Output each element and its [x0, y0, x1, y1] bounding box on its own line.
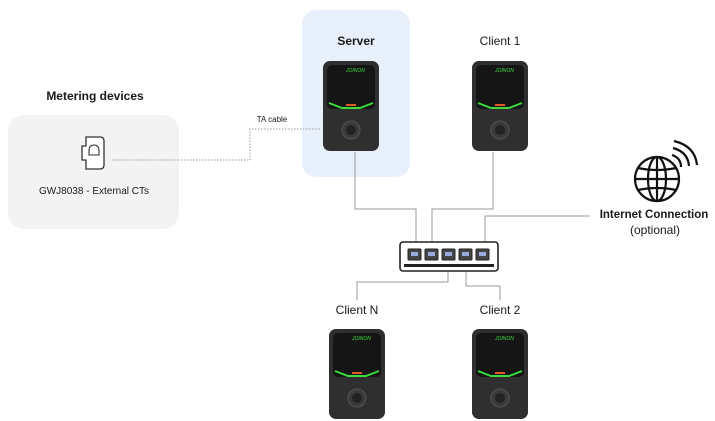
client-1-charger: [472, 61, 528, 151]
server-label: Server: [337, 34, 375, 48]
client2-switch-cable: [465, 270, 501, 300]
client-n-charger: [329, 329, 385, 419]
internet-connection-label: Internet Connection: [599, 209, 709, 221]
clientn-switch-cable: [356, 270, 449, 300]
charger-brand-label: JOINON: [495, 336, 514, 342]
meter-model-label: GWJ8038 - External CTs: [38, 186, 150, 197]
charger-brand-label: JOINON: [495, 68, 514, 74]
network-switch-icon: [399, 241, 499, 272]
client-2-label: Client 2: [479, 303, 521, 317]
client1-switch-cable: [431, 152, 494, 243]
client-1-label: Client 1: [479, 34, 521, 48]
ct-meter-icon: [81, 136, 105, 170]
internet-switch-cable: [484, 215, 590, 243]
metering-devices-panel: [8, 115, 179, 229]
client-2-charger: [472, 329, 528, 419]
metering-devices-title: Metering devices: [46, 89, 144, 103]
charger-brand-label: JOINON: [346, 68, 365, 74]
server-charger: [323, 61, 379, 151]
client-n-label: Client N: [335, 303, 379, 317]
charger-brand-label: JOINON: [352, 336, 371, 342]
globe-wifi-icon: [633, 139, 699, 203]
ta-cable-label: TA cable: [256, 115, 288, 124]
ta-cable-line: [112, 128, 320, 161]
internet-optional-label: (optional): [629, 223, 681, 237]
server-switch-cable: [354, 152, 417, 243]
